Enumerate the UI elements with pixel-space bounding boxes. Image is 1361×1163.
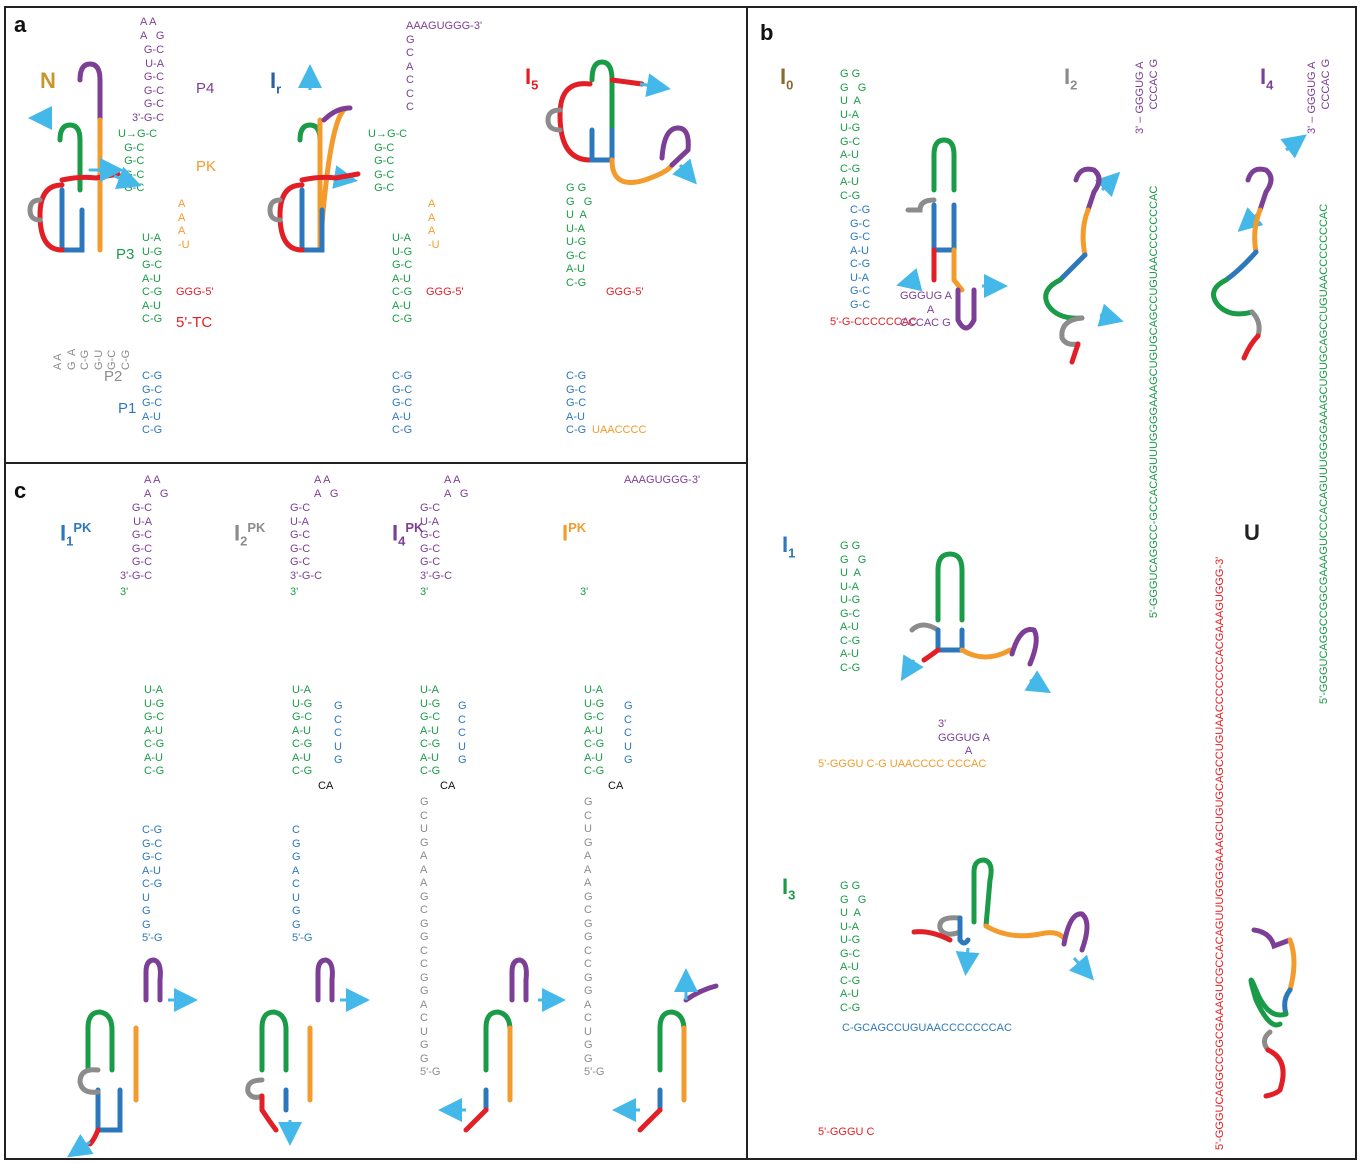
cartoon-IPK [640, 986, 716, 1130]
cartoon-I2PK [248, 960, 333, 1130]
cartoon-I2 [1046, 169, 1099, 362]
cartoon-I3 [914, 860, 1087, 950]
cartoon-N [30, 64, 118, 250]
cartoon-I1PK [80, 960, 160, 1144]
cartoon-I5 [548, 62, 688, 183]
cartoon-I1 [912, 554, 1036, 664]
cartoon-I4PK [466, 960, 526, 1130]
cartoon-U [1251, 930, 1294, 1096]
cartoon-I0 [908, 140, 974, 328]
cartoon-I4 [1214, 169, 1272, 358]
